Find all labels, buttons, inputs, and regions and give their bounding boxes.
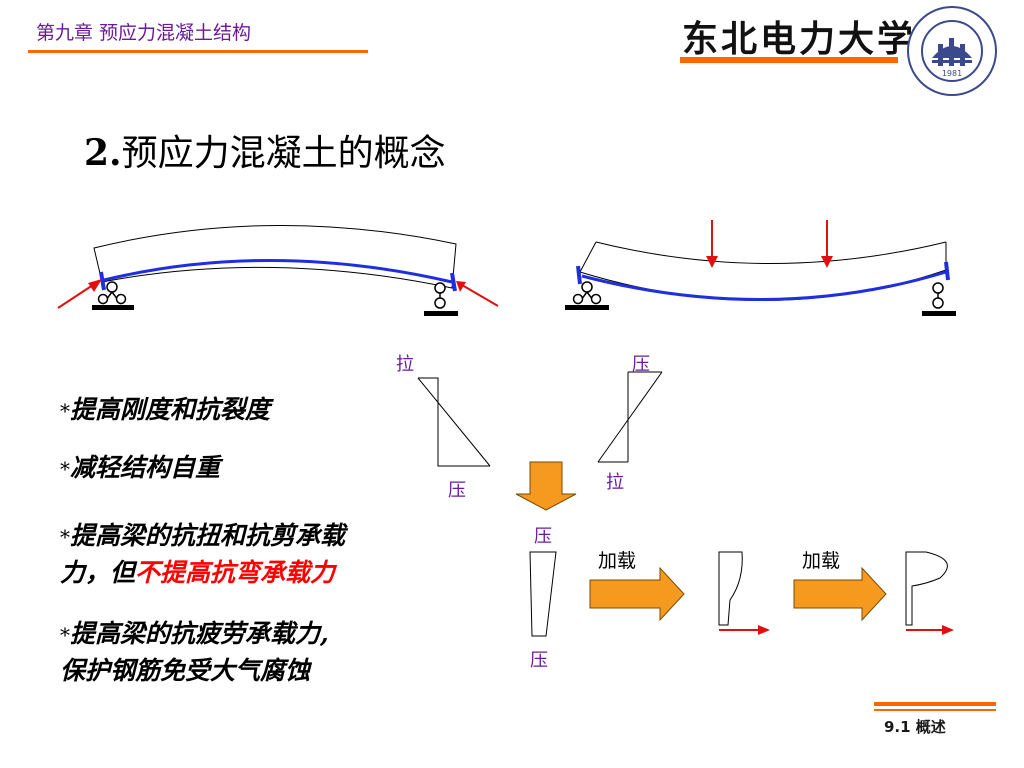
superpose-arrow-icon [515, 461, 577, 511]
left-roller-support [424, 282, 458, 316]
bullet-1: *提高刚度和抗裂度 [60, 395, 271, 424]
loading-arrow-2-icon [793, 566, 887, 622]
chapter-underline [28, 50, 368, 53]
stress-stage-1 [718, 551, 770, 635]
footer-rule [874, 702, 996, 706]
left-tendon [103, 259, 453, 284]
stress-stage-2 [905, 551, 954, 635]
label-loading-1: 加载 [598, 550, 637, 572]
left-pin-support [92, 281, 134, 310]
stress-diagram-load [597, 371, 663, 463]
combined-stress-diagram [529, 551, 557, 637]
label-loading-2: 加载 [802, 550, 841, 572]
right-beam [565, 220, 956, 316]
prestress-arrow-right [461, 284, 499, 307]
right-anchor-right [944, 261, 950, 281]
title-number: 2. [84, 132, 122, 174]
label-tension-2: 拉 [606, 472, 624, 493]
left-anchor-right [450, 272, 457, 292]
chapter-title: 第九章 预应力混凝土结构 [36, 22, 252, 44]
label-compression-1: 压 [448, 480, 466, 501]
right-tendon [581, 270, 947, 301]
logo-underline [680, 57, 898, 63]
section-label: 9.1 概述 [884, 718, 946, 736]
label-compression-2: 压 [632, 354, 650, 375]
stress-diagram-prestress [417, 377, 491, 467]
left-anchor-left [99, 271, 106, 291]
emblem-year: 1981 [942, 69, 962, 78]
right-anchor-left [576, 265, 582, 285]
bullet-2: *减轻结构自重 [60, 453, 221, 482]
prestress-arrow-left [57, 282, 97, 309]
footer-rule-thin [874, 709, 996, 711]
right-roller-support [922, 282, 956, 316]
left-beam [57, 225, 499, 316]
bullet-3: *提高梁的抗扭和抗剪承载 力，但不提高抗弯承载力 [60, 521, 346, 587]
right-pin-support [565, 281, 609, 310]
university-emblem-icon: 1981 [907, 6, 997, 96]
label-compression-4: 压 [530, 650, 548, 671]
label-tension-1: 拉 [396, 354, 414, 375]
highlight-text: 不提高抗弯承载力 [135, 558, 336, 587]
university-name: 东北电力大学 [682, 18, 917, 60]
slide-title: 2.预应力混凝土的概念 [84, 124, 446, 176]
loading-arrow-1-icon [589, 566, 685, 622]
label-compression-3: 压 [534, 526, 552, 547]
bullet-4: *提高梁的抗疲劳承载力, 保护钢筋免受大气腐蚀 [60, 619, 329, 685]
title-text: 预应力混凝土的概念 [121, 133, 446, 174]
